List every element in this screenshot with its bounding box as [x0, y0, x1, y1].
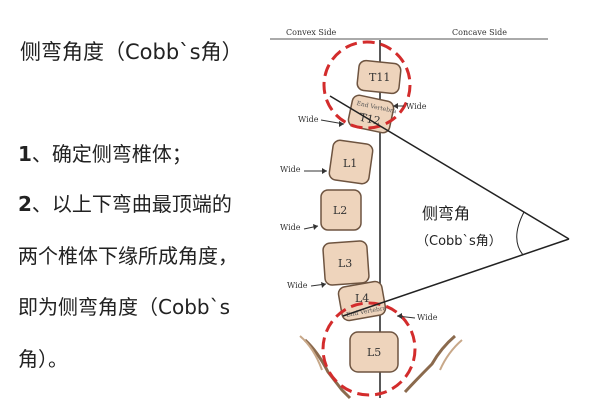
vertebra-l3-label: L3 [338, 257, 352, 270]
explanation-panel: 侧弯角度（Cobb`s角） 1、确定侧弯椎体； 2、以上下弯曲最顶端的 两个椎体… [0, 0, 280, 400]
wide-marker-4: Wide [280, 223, 319, 232]
concave-side-label: Concave Side [452, 28, 507, 37]
lower-endplate-line [342, 238, 570, 317]
page-title: 侧弯角度（Cobb`s角） [20, 40, 243, 64]
wide-label: Wide [406, 102, 427, 111]
wide-label: Wide [298, 115, 319, 124]
wide-label: Wide [287, 281, 308, 290]
step-2-line-2: 两个椎体下缘所成角度， [18, 244, 238, 268]
wide-marker-2: Wide [393, 102, 427, 111]
convex-side-label: Convex Side [286, 28, 337, 37]
upper-endplate-line [329, 95, 570, 240]
vertebra-l4-label: L4 [355, 292, 369, 305]
step-2: 2、以上下弯曲最顶端的 [18, 188, 232, 217]
vertebra-l1-label: L1 [343, 157, 357, 170]
wide-label: Wide [417, 313, 438, 322]
cobb-angle-label: 侧弯角 [422, 204, 470, 223]
wide-marker-3: Wide [280, 165, 327, 174]
vertebra-l5: L5 [349, 331, 399, 373]
wide-marker-1: Wide [298, 115, 345, 127]
wide-label: Wide [280, 165, 301, 174]
vertebra-l5-label: L5 [367, 346, 381, 359]
wide-label: Wide [280, 223, 301, 232]
vertebra-l2-label: L2 [333, 204, 347, 217]
pelvis-right-inner [439, 339, 463, 371]
lower-end-vertebra-circle [321, 301, 417, 397]
step-1-text: 、确定侧弯椎体； [31, 142, 192, 166]
step-1-number: 1 [18, 142, 32, 166]
vertebra-l2: L2 [320, 189, 362, 231]
pelvis-right-outline [403, 334, 456, 394]
pelvis-left-inner [299, 335, 323, 371]
step-2-line-4: 角）。 [18, 347, 68, 371]
vertebra-l4: L4 End Vertebra [337, 280, 387, 322]
step-2-line-3: 即为侧弯角度（Cobb`s [18, 295, 231, 319]
wide-marker-6: Wide [396, 313, 438, 322]
cobb-angle-arc [516, 211, 525, 256]
step-1: 1、确定侧弯椎体； [18, 138, 192, 167]
wide-marker-5: Wide [287, 281, 327, 290]
vertebra-l1: L1 [328, 139, 374, 185]
step-2-text: 、以上下弯曲最顶端的 [31, 192, 232, 216]
upper-end-vertebra-circle [322, 40, 412, 130]
vertebra-t11-label: T11 [369, 71, 390, 84]
step-2-number: 2 [18, 192, 32, 216]
cobb-angle-sublabel: （Cobb`s角） [416, 234, 502, 249]
vertebra-t11: T11 [356, 59, 402, 95]
vertebra-l3: L3 [322, 240, 370, 286]
